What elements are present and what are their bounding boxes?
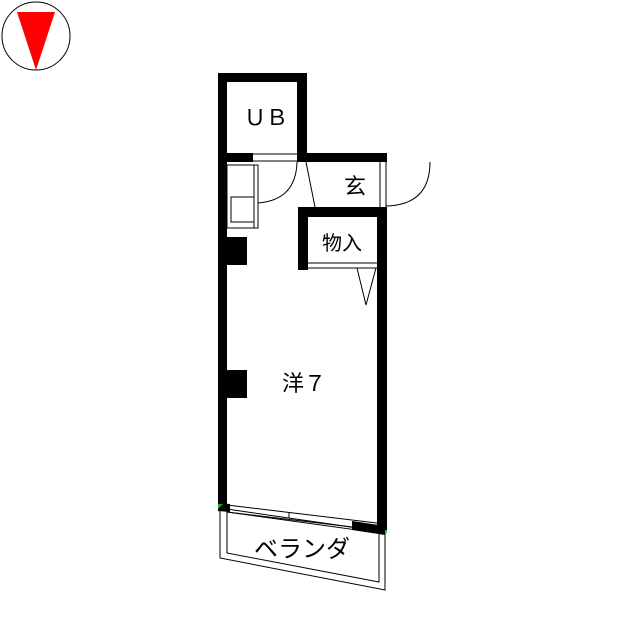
- room-label-western-room: 洋７: [282, 372, 326, 397]
- corner-marker: [385, 530, 387, 534]
- room-label-veranda: ベランダ: [254, 535, 350, 563]
- walls: [218, 73, 387, 535]
- fixtures: [219, 153, 431, 591]
- corner-marker: [218, 504, 223, 509]
- room-label-entrance: 玄: [344, 175, 366, 200]
- room-label-bath: ＵＢ: [244, 106, 288, 131]
- north-arrow-icon: [1, 1, 71, 71]
- room-label-closet: 物入: [322, 231, 362, 255]
